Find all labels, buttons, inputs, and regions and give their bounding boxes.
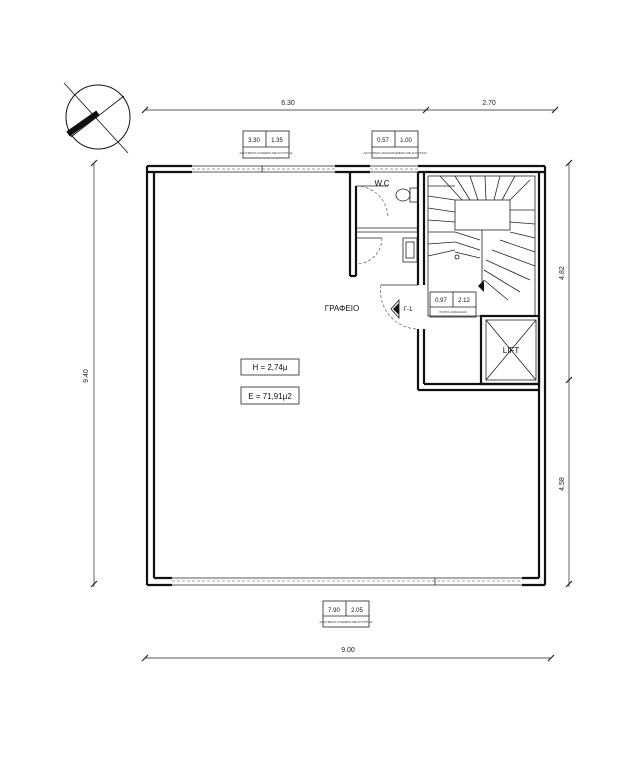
tag-top-left-width: 3.30 <box>248 138 260 144</box>
left-dimension: 9.40 <box>83 159 98 588</box>
window-top-left <box>192 165 335 173</box>
staircase <box>427 175 536 317</box>
dim-left: 9.40 <box>83 369 90 383</box>
outer-walls <box>145 164 547 587</box>
entrance-door: Γ-1 <box>380 276 539 392</box>
lift: LIFT <box>479 314 541 386</box>
door-tag-note: ΠΟΡΤΑ ΑΣΦΑΛΕΙΑΣ <box>439 310 467 314</box>
dim-right-lower: 4.58 <box>559 477 566 491</box>
tag-bottom-height: 2.05 <box>351 608 363 614</box>
door-tag-width: 0.97 <box>435 298 447 304</box>
area-box: Ε = 71,91μ2 <box>240 386 300 405</box>
room-label-office: ΓΡΑΦΕΙΟ <box>325 304 359 313</box>
tag-top-left-height: 1.35 <box>271 138 283 144</box>
dim-right-upper: 4.82 <box>559 266 566 280</box>
window-tag-bottom: 7.90 2.05 ΑΛΟΥΜΙΝΙΟ ΣΤΑΘΕΡΟ ΜΕ ΚΟΥΡΤΙΝΑ <box>320 600 373 628</box>
window-top-right <box>370 165 418 173</box>
bottom-dimension: 9.00 <box>141 647 555 662</box>
door-label: Γ-1 <box>404 307 413 313</box>
window-bottom <box>172 577 522 586</box>
tag-bottom-width: 7.90 <box>328 608 340 614</box>
tag-top-left-note: ΑΛΟΥΜΙΝΙΟ ΣΤΑΘΕΡΟ ΜΕ ΚΟΥΡΤΙΝΑ <box>240 151 293 155</box>
height-value: Η = 2,74μ <box>252 363 287 372</box>
window-tag-top-left: 3.30 1.35 ΑΛΟΥΜΙΝΙΟ ΣΤΑΘΕΡΟ ΜΕ ΚΟΥΡΤΙΝΑ <box>240 130 293 159</box>
north-arrow-icon <box>63 82 131 154</box>
door-tag-height: 2.12 <box>458 298 470 304</box>
top-dimension: 6.30 2.70 <box>141 100 559 114</box>
door-tag: 0.97 2.12 ΠΟΡΤΑ ΑΣΦΑΛΕΙΑΣ <box>429 291 477 318</box>
room-label-lift: LIFT <box>503 346 520 355</box>
tag-top-right-width: 0.57 <box>377 138 389 144</box>
sink-icon <box>402 237 418 263</box>
dim-bottom: 9.00 <box>341 647 355 654</box>
room-label-wc: W.C <box>374 179 389 188</box>
height-box: Η = 2,74μ <box>240 358 300 376</box>
dim-top-right: 2.70 <box>482 100 496 107</box>
dim-top-left: 6.30 <box>281 100 295 107</box>
tag-top-right-note: ΑΛΟΥΜΙΝΙΟ ΑΝΑΚΛΙΝΟΜΕΝΟ ΜΕ ΚΟΥΡΤΙΝΑ <box>363 151 426 155</box>
right-dimension: 4.82 4.58 <box>559 159 573 588</box>
window-tag-top-right: 0.57 1.00 ΑΛΟΥΜΙΝΙΟ ΑΝΑΚΛΙΝΟΜΕΝΟ ΜΕ ΚΟΥΡ… <box>363 130 427 159</box>
tag-bottom-note: ΑΛΟΥΜΙΝΙΟ ΣΤΑΘΕΡΟ ΜΕ ΚΟΥΡΤΙΝΑ <box>320 620 373 624</box>
tag-top-right-height: 1.00 <box>400 138 412 144</box>
wc-walls <box>348 172 426 278</box>
area-value: Ε = 71,91μ2 <box>248 392 292 401</box>
toilet-icon <box>395 187 419 203</box>
